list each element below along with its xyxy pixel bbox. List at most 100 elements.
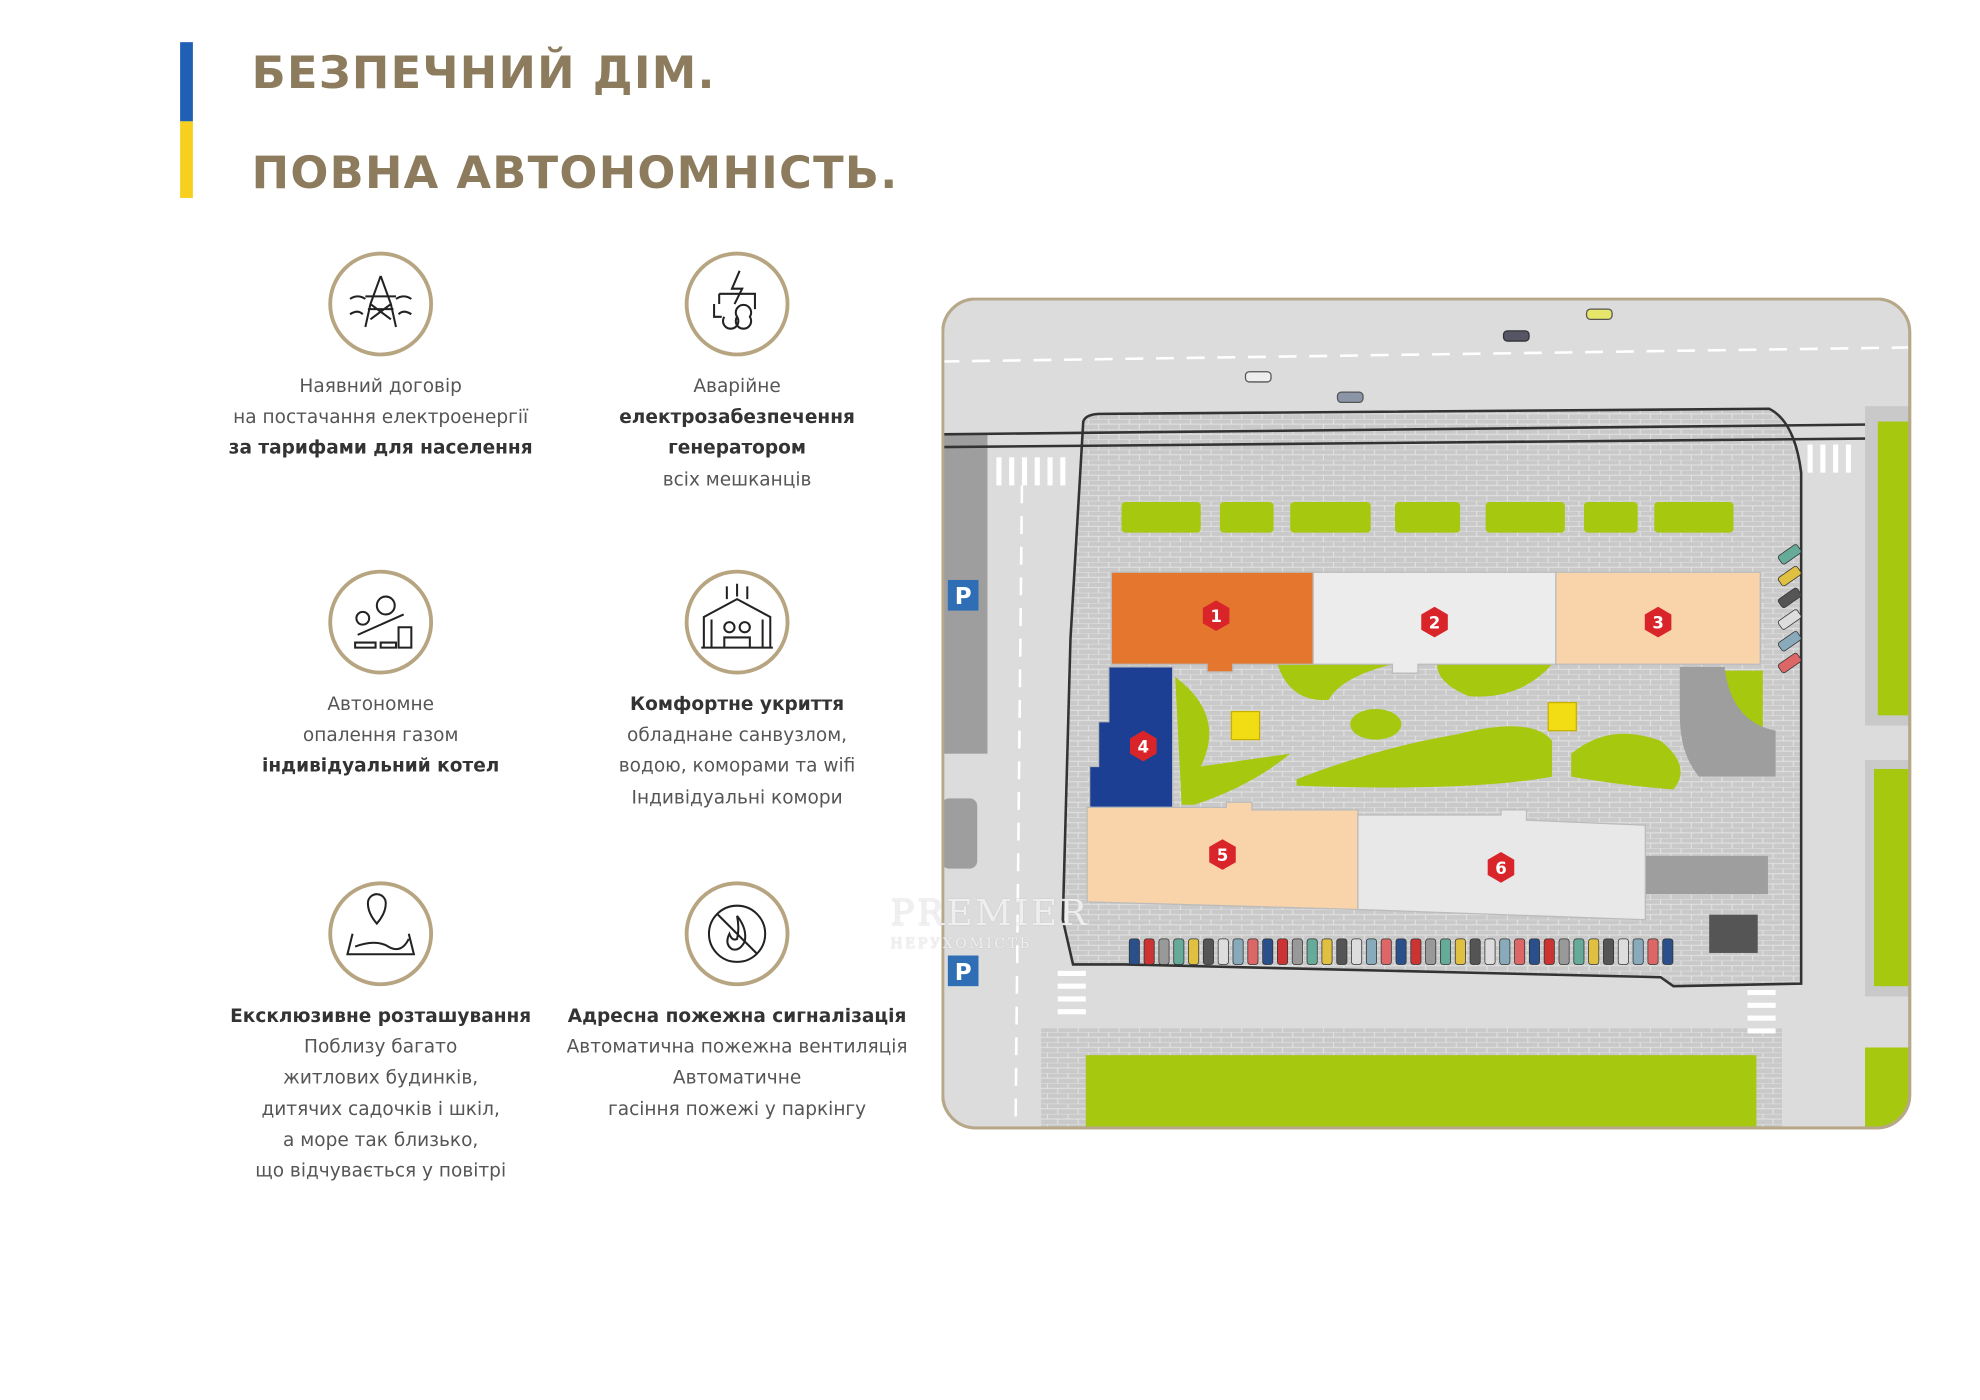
- parked-car: [1632, 938, 1644, 965]
- parked-car: [1558, 938, 1570, 965]
- parked-car: [1662, 938, 1674, 965]
- building-marker: [1130, 730, 1157, 762]
- parked-car: [1395, 938, 1407, 965]
- feature-text-line: Наявний договір: [299, 376, 462, 398]
- feature-text-line: Автономне: [327, 694, 434, 716]
- parked-car: [1617, 938, 1629, 965]
- feature-text-line: всіх мешканців: [662, 469, 812, 491]
- building-marker: [1644, 606, 1672, 638]
- road-cars: [1244, 308, 1613, 404]
- flag-blue-stripe: [180, 42, 193, 122]
- parked-car: [1247, 938, 1259, 965]
- parked-car: [1336, 938, 1348, 965]
- parked-car: [1158, 938, 1170, 965]
- parked-car: [1173, 938, 1185, 965]
- parked-car: [1425, 938, 1437, 965]
- building-marker: [1487, 852, 1515, 883]
- parked-car: [1454, 938, 1466, 965]
- parked-car: [1365, 938, 1377, 965]
- parked-car: [1588, 938, 1600, 965]
- feature-text-line: генератором: [668, 438, 807, 460]
- parked-car: [1202, 938, 1214, 965]
- parking-sign: [947, 579, 979, 611]
- feature-text-line: Індивідуальні комори: [631, 787, 843, 809]
- building-number: 5: [1217, 846, 1229, 865]
- feature-text-line: Поблизу багато: [304, 1037, 458, 1058]
- parked-car: [1603, 938, 1615, 965]
- building-number: 2: [1429, 613, 1441, 632]
- feature-item: Комфортне укриття обладнане санвузлом, вод…: [562, 569, 912, 814]
- parked-car: [1217, 938, 1229, 965]
- parked-car: [1499, 938, 1511, 965]
- feature-item: Наявний договір на постачання електроенер…: [206, 251, 556, 465]
- page-title: БЕЗПЕЧНИЙ ДІМ.: [251, 48, 716, 100]
- feature-text-line: електрозабезпечення: [619, 407, 855, 429]
- parked-car: [1380, 938, 1392, 965]
- building-marker: [1202, 600, 1230, 632]
- feature-text-line: на постачання електроенергії: [233, 407, 529, 429]
- page-subtitle: ПОВНА АВТОНОМНІСТЬ.: [251, 148, 899, 200]
- location-map-icon: [328, 881, 434, 987]
- parked-car: [1777, 544, 1802, 565]
- parked-car: [1777, 609, 1802, 630]
- feature-text-line: житлових будинків,: [283, 1068, 479, 1089]
- parked-car: [1128, 938, 1140, 965]
- watermark: PREMIER НЕРУХОМІСТЬ: [890, 891, 1090, 952]
- feature-text-line: опалення газом: [302, 725, 459, 747]
- feature-item: Автономне опалення газом індивідуальний ко…: [206, 569, 556, 783]
- parked-car: [1543, 938, 1555, 965]
- gas-heating-icon: [328, 569, 434, 675]
- parked-car: [1469, 938, 1481, 965]
- flag-yellow-stripe: [180, 121, 193, 199]
- parked-car: [1410, 938, 1422, 965]
- parked-car: [1440, 938, 1452, 965]
- feature-item: Аварійне електрозабезпечення генератором вс…: [562, 251, 912, 496]
- shelter-icon: [684, 569, 790, 675]
- parked-car: [1777, 587, 1802, 608]
- feature-text-line: водою, коморами та wifi: [618, 756, 856, 778]
- feature-text-line: обладнане санвузлом,: [627, 725, 848, 747]
- parked-car: [1514, 938, 1526, 965]
- feature-text-line: Автоматична пожежна вентиляція: [566, 1037, 908, 1058]
- watermark-line2: НЕРУХОМІСТЬ: [890, 935, 1032, 952]
- parked-car: [1777, 631, 1802, 652]
- feature-text-line: Комфортне укриття: [629, 694, 845, 716]
- parked-car: [1321, 938, 1333, 965]
- building-marker: [1209, 839, 1236, 870]
- building-number: 1: [1210, 607, 1222, 626]
- parked-car: [1188, 938, 1200, 965]
- feature-text-line: дитячих садочків і шкіл,: [261, 1099, 500, 1120]
- power-tower-icon: [328, 251, 434, 357]
- feature-text-line: що відчувається у повітрі: [255, 1161, 507, 1182]
- parked-car: [1777, 652, 1802, 674]
- feature-text-line: Адресна пожежна сигналізація: [567, 1006, 907, 1028]
- building-number: 4: [1138, 737, 1150, 756]
- parking-sign-label: P: [955, 584, 972, 610]
- feature-text-line: Автоматичне: [672, 1068, 802, 1089]
- building-marker: [1421, 606, 1448, 638]
- feature-text-line: Аварійне: [693, 376, 781, 398]
- parking-sign-label: P: [955, 960, 972, 986]
- parked-car: [1143, 938, 1155, 965]
- parked-car: [1528, 938, 1540, 965]
- generator-icon: [684, 251, 790, 357]
- parked-car: [1573, 938, 1585, 965]
- parked-car: [1277, 938, 1289, 965]
- parked-car: [1484, 938, 1496, 965]
- watermark-line1: PREMIER: [890, 891, 1090, 934]
- parked-car: [1777, 565, 1802, 587]
- feature-text-line: індивідуальний котел: [261, 756, 500, 778]
- parked-car: [1306, 938, 1318, 965]
- parked-car: [1291, 938, 1303, 965]
- feature-text-line: а море так близько,: [283, 1130, 479, 1151]
- parked-car: [1262, 938, 1274, 965]
- building-4: [1089, 666, 1174, 808]
- parked-car: [1232, 938, 1244, 965]
- building-number: 3: [1652, 613, 1664, 632]
- parked-car: [1351, 938, 1363, 965]
- fire-safety-icon: [684, 881, 790, 987]
